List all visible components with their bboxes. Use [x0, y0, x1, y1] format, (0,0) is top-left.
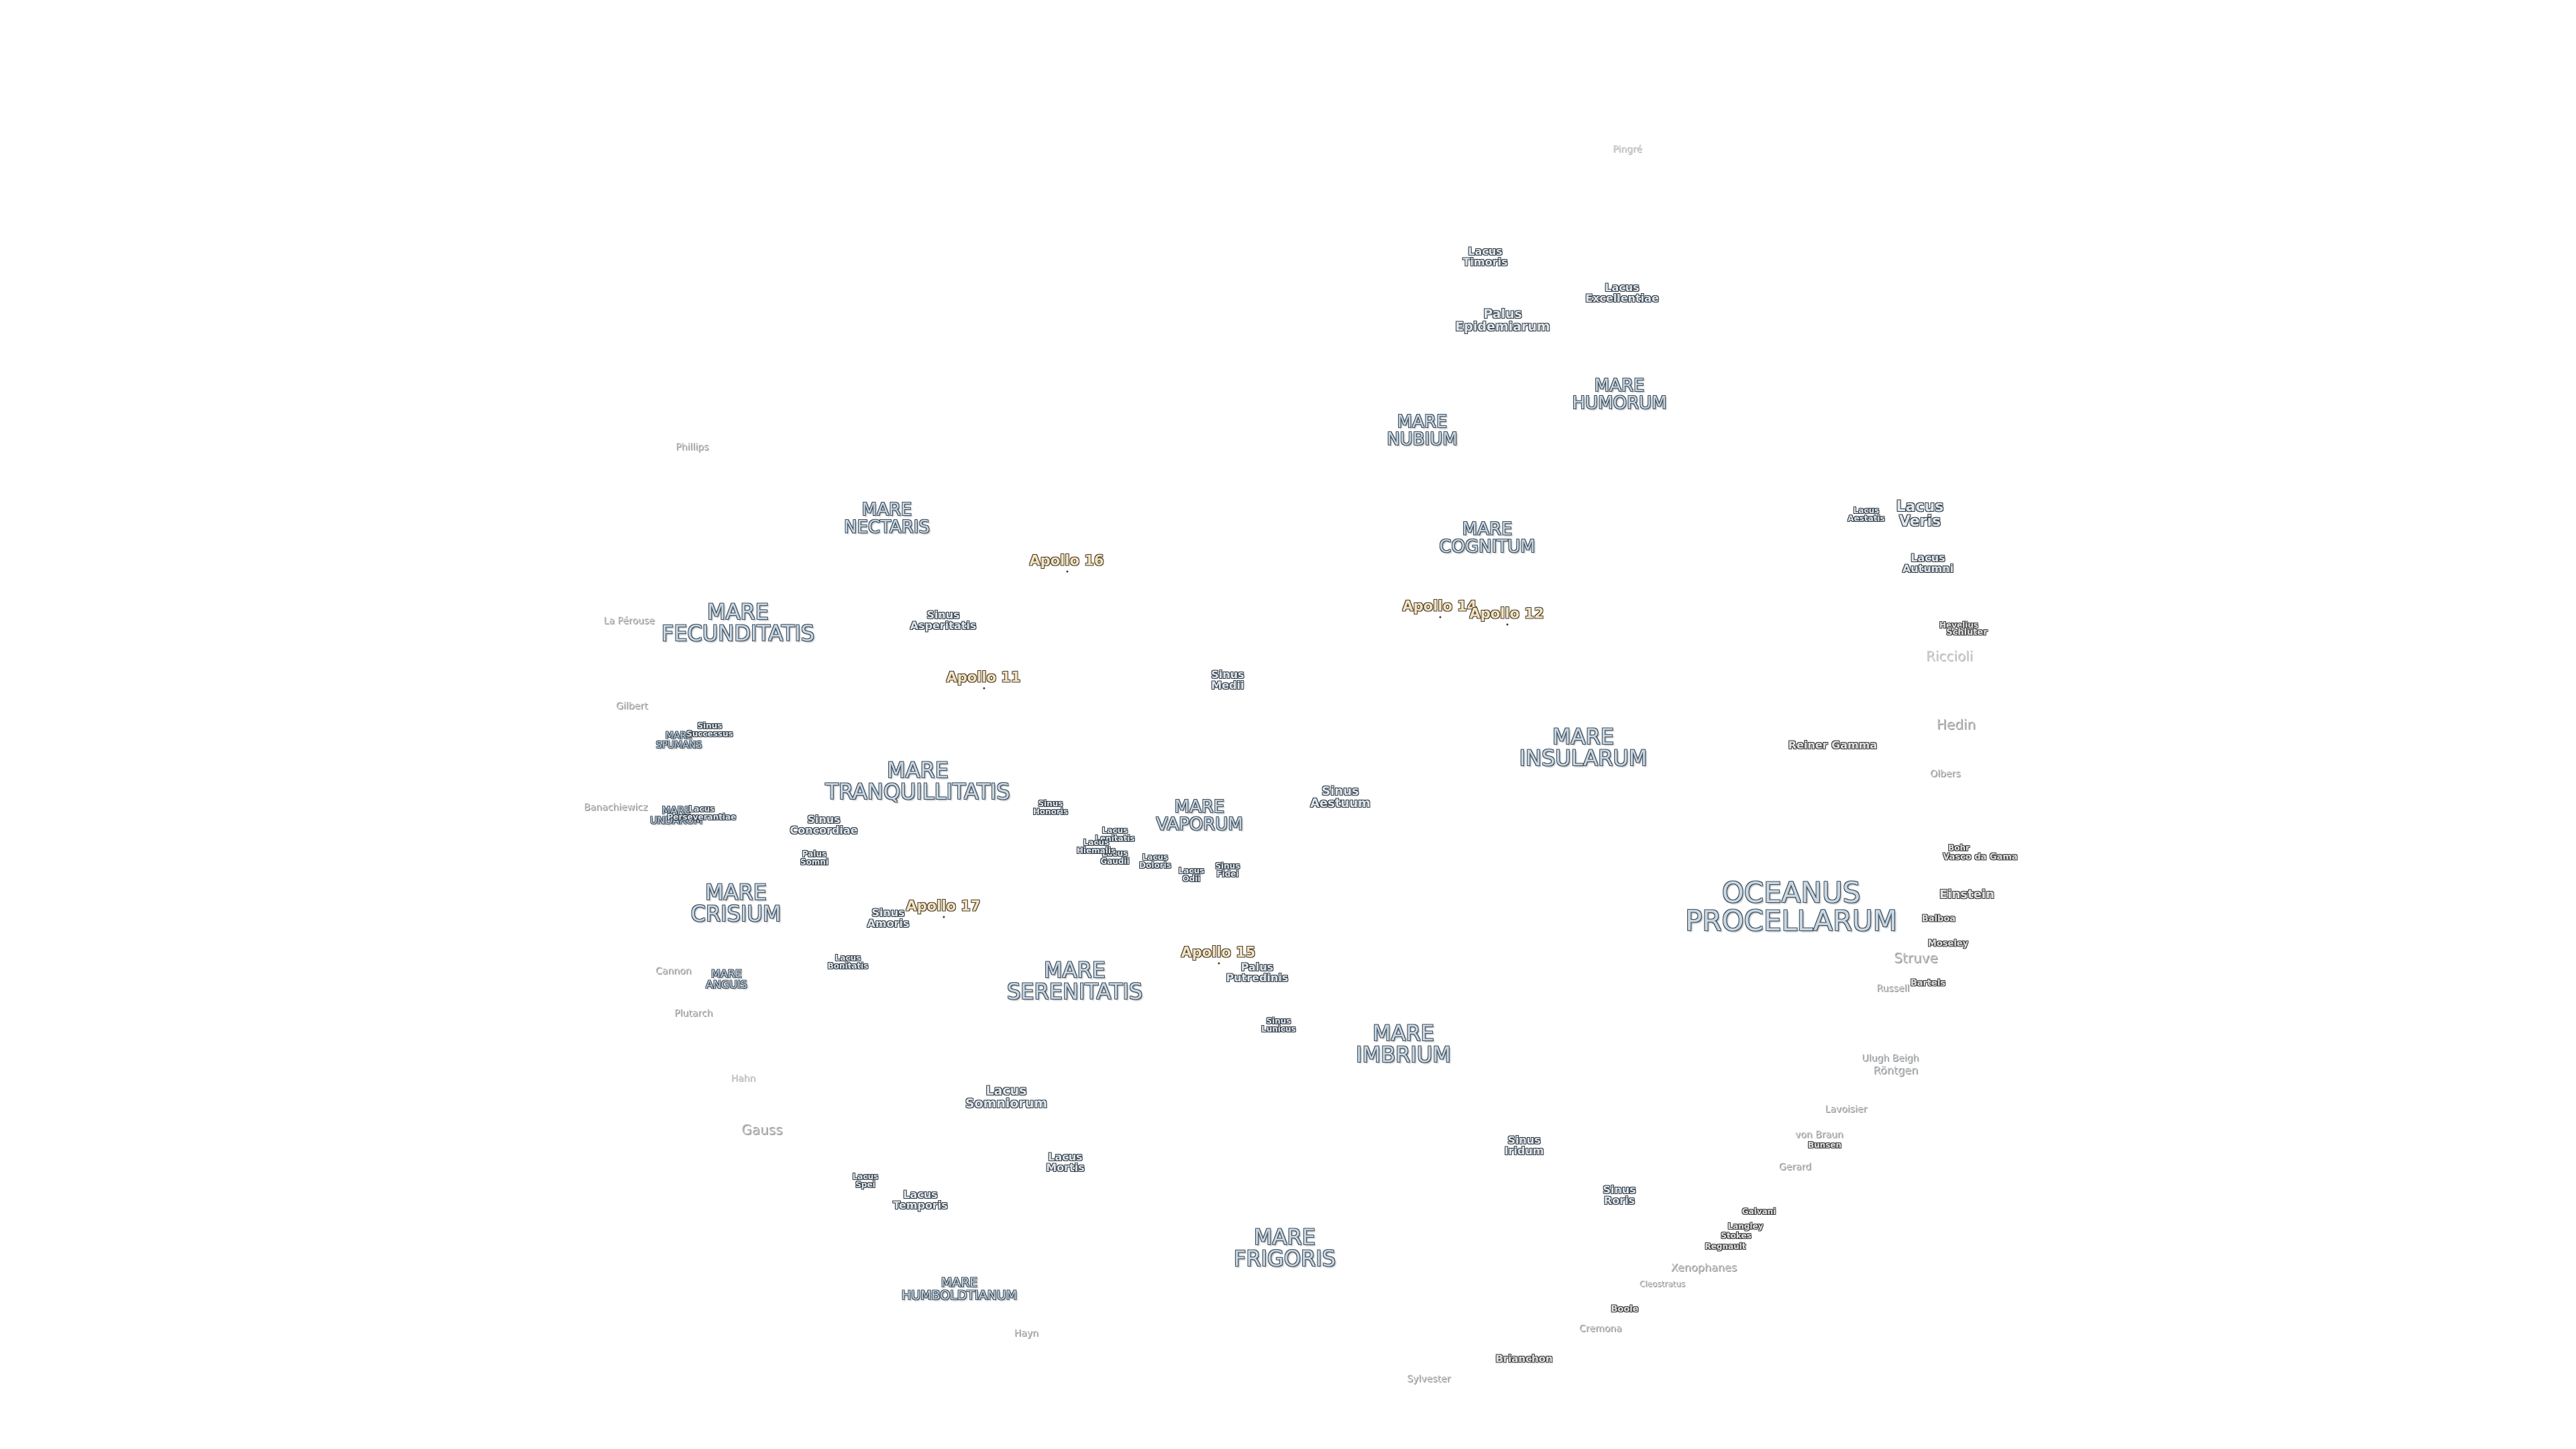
crater-plutarch-label: Plutarch	[674, 1008, 713, 1019]
crater-langley-label: Langley	[1727, 1222, 1764, 1231]
sinus-medii-label: Sinus Medii	[1211, 668, 1244, 692]
lacus-aestatis-label: Lacus Aestatis	[1847, 506, 1885, 523]
lacus-veris-label: Lacus Veris	[1896, 498, 1944, 530]
crater-sylvester-label: Sylvester	[1407, 1374, 1451, 1385]
sinus-amoris-label: Sinus Amoris	[867, 906, 910, 930]
sinus-iridum-label: Sinus Iridum	[1504, 1134, 1544, 1157]
mare-humboldtianum-label: MARE HUMBOLDTIANUM	[901, 1275, 1018, 1303]
lacus-odii-label: Lacus Odii	[1178, 866, 1205, 883]
crater-gilbert-label: Gilbert	[616, 701, 648, 712]
palus-epidemiarum-label: Palus Epidemiarum	[1455, 307, 1550, 334]
sinus-fidei-label: Sinus Fidei	[1215, 861, 1240, 879]
mare-spumans-label: MARE SPUMANS	[655, 731, 702, 751]
crater-moseley-label: Moseley	[1927, 938, 1969, 949]
sinus-successus-label: Sinus Successus	[686, 721, 733, 739]
mare-insularum-label: MARE INSULARUM	[1519, 724, 1648, 771]
lacus-perseverantiae-label: Lacus Perseverantiae	[667, 804, 737, 822]
lacus-hiemalis-label: Lacus Hiemalis	[1076, 838, 1116, 855]
crater-cleostratus-label: Cleostratus	[1639, 1279, 1686, 1289]
crater-vasco-da-gama-label: Vasco da Gama	[1943, 852, 2018, 863]
sinus-aestuum-label: Sinus Aestuum	[1310, 784, 1371, 810]
lacus-doloris-label: Lacus Doloris	[1139, 853, 1171, 870]
crater-lavoisier-label: Lavoisier	[1825, 1104, 1868, 1115]
crater-galvani-label: Galvani	[1741, 1207, 1776, 1216]
crater-hahn-label: Hahn	[731, 1073, 756, 1084]
mare-nectaris-label: MARE NECTARIS	[844, 500, 930, 537]
crater-cremona-label: Cremona	[1579, 1324, 1622, 1334]
lacus-gaudii-label: Lacus Gaudii	[1100, 849, 1130, 866]
crater-russell-label: Russell	[1876, 983, 1910, 994]
crater-hedin-label: Hedin	[1936, 716, 1976, 733]
mare-crisium-label: MARE CRISIUM	[690, 879, 782, 926]
palus-putredinis-label: Palus Putredinis	[1226, 961, 1289, 984]
mare-frigoris-label: MARE FRIGORIS	[1233, 1224, 1336, 1271]
lacus-timoris-label: Lacus Timoris	[1462, 245, 1508, 268]
apollo-12-label[interactable]: Apollo 12	[1469, 605, 1544, 626]
apollo-14-label[interactable]: Apollo 14	[1402, 598, 1477, 619]
sinus-honoris-label: Sinus Honoris	[1032, 799, 1069, 816]
lacus-autumni-label: Lacus Autumni	[1902, 551, 1954, 575]
sinus-concordiae-label: Sinus Concordiae	[790, 813, 858, 837]
lacus-bonitatis-label: Lacus Bonitatis	[827, 953, 869, 971]
crater-cannon-label: Cannon	[655, 966, 692, 977]
lacus-lenitatis-label: Lacus Lenitatis	[1095, 826, 1135, 843]
mare-nubium-label: MARE NUBIUM	[1387, 412, 1458, 449]
lacus-spei-label: Lacus Spei	[852, 1172, 879, 1189]
crater-boole-label: Boole	[1611, 1304, 1639, 1315]
crater-riccioli-label: Riccioli	[1925, 648, 1974, 664]
crater-pingre-label: Pingré	[1613, 144, 1642, 155]
mare-humorum-label: MARE HUMORUM	[1572, 376, 1667, 413]
apollo-11-label[interactable]: Apollo 11	[946, 669, 1021, 690]
crater-bartels-label: Bartels	[1910, 978, 1946, 989]
crater-schluter-label: Schlüter	[1946, 627, 1988, 638]
mare-anguis-label: MARE ANGUIS	[706, 967, 747, 991]
crater-von-braun-label: von Braun	[1795, 1130, 1843, 1140]
crater-einstein-label: Einstein	[1939, 888, 1994, 902]
mare-serenitatis-label: MARE SERENITATIS	[1006, 957, 1143, 1004]
crater-brianchon-label: Brianchon	[1495, 1352, 1553, 1365]
mare-cognitum-label: MARE COGNITUM	[1439, 519, 1536, 557]
crater-regnault-label: Regnault	[1705, 1242, 1746, 1251]
mare-vaporum-label: MARE VAPORUM	[1156, 797, 1243, 835]
lacus-mortis-label: Lacus Mortis	[1046, 1150, 1085, 1174]
crater-ulugh-beigh-label: Ulugh Beigh	[1862, 1053, 1919, 1064]
crater-banachiewicz-label: Banachiewicz	[584, 802, 648, 813]
crater-la-perouse-label: La Pérouse	[603, 616, 655, 627]
lacus-excellentiae-label: Lacus Excellentiae	[1585, 281, 1659, 305]
palus-somni-label: Palus Somni	[800, 849, 829, 867]
lacus-somniorum-label: Lacus Somniorum	[965, 1083, 1048, 1111]
crater-stokes-label: Stokes	[1721, 1231, 1752, 1240]
crater-struve-label: Struve	[1894, 950, 1938, 966]
crater-bunsen-label: Bunsen	[1807, 1140, 1842, 1150]
crater-phillips-label: Phillips	[676, 442, 709, 453]
crater-gauss-label: Gauss	[741, 1122, 783, 1138]
apollo-17-label[interactable]: Apollo 17	[906, 898, 981, 918]
apollo-15-label[interactable]: Apollo 15	[1181, 944, 1256, 965]
crater-xenophanes-label: Xenophanes	[1670, 1261, 1737, 1274]
mare-fecunditatis-label: MARE FECUNDITATIS	[661, 599, 815, 646]
crater-rontgen-label: Röntgen	[1873, 1064, 1919, 1077]
mare-imbrium-label: MARE IMBRIUM	[1356, 1020, 1451, 1067]
oceanus-procellarum-label: OCEANUS PROCELLARUM	[1684, 876, 1898, 937]
crater-hevelius-label: Hevelius	[1939, 621, 1979, 630]
crater-olbers-label: Olbers	[1930, 769, 1961, 780]
sinus-asperitatis-label: Sinus Asperitatis	[910, 608, 977, 632]
crater-gerard-label: Gerard	[1778, 1162, 1812, 1173]
mare-undarum-label: MARE UNDARUM	[649, 804, 703, 826]
sinus-roris-label: Sinus Roris	[1603, 1183, 1636, 1207]
mare-tranquillitatis-label: MARE TRANQUILLITATIS	[825, 757, 1010, 804]
crater-balboa-label: Balboa	[1921, 914, 1956, 924]
apollo-16-label[interactable]: Apollo 16	[1029, 552, 1104, 573]
crater-bohr-label: Bohr	[1948, 843, 1970, 853]
lacus-temporis-label: Lacus Temporis	[893, 1188, 948, 1212]
crater-hayn-label: Hayn	[1014, 1328, 1039, 1339]
sinus-lunicus-label: Sinus Lunicus	[1261, 1016, 1296, 1034]
crater-reiner-gamma-label: Reiner Gamma	[1788, 739, 1878, 751]
